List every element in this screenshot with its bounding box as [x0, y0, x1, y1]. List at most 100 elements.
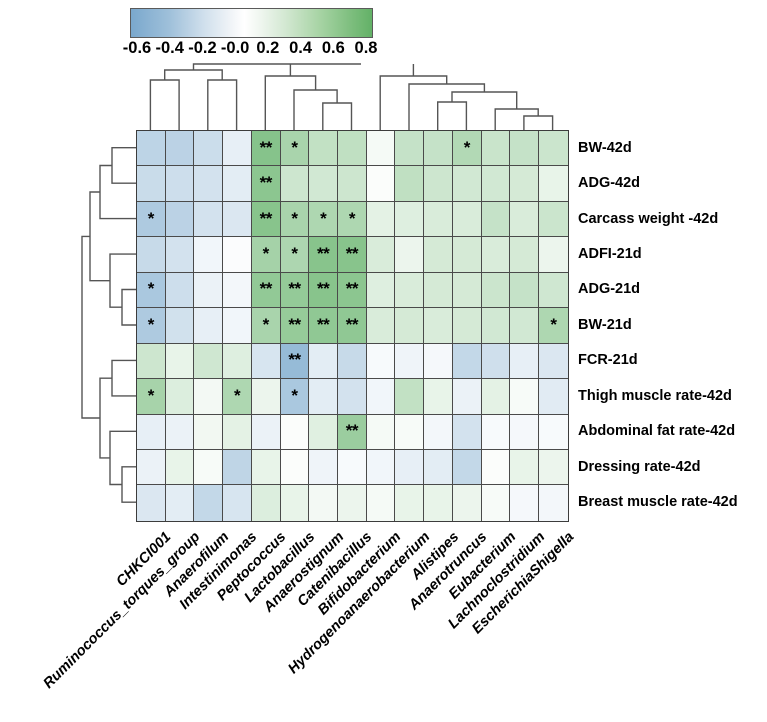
significance-marker: ** [259, 279, 273, 299]
heatmap-cell [194, 131, 224, 167]
significance-marker: ** [288, 350, 301, 370]
heatmap-cell [223, 166, 252, 202]
heatmap-cell [481, 343, 511, 380]
heatmap-cell [510, 201, 540, 238]
heatmap-cell [539, 414, 568, 450]
heatmap-cell [194, 343, 224, 380]
heatmap-cell [137, 449, 166, 486]
heatmap-cell [481, 272, 511, 309]
color-legend-tick-7: 0.8 [354, 39, 378, 57]
heatmap-cell [309, 343, 339, 380]
heatmap-cell: * [280, 201, 310, 238]
row-label-4: ADG-21d [578, 281, 641, 298]
heatmap-cell: ** [338, 414, 367, 450]
heatmap-cell [165, 272, 195, 309]
color-legend-gradient-bar [130, 8, 373, 38]
heatmap-cell [309, 379, 339, 415]
heatmap-cell [452, 237, 482, 273]
heatmap-cell [366, 379, 396, 415]
heatmap-cell [424, 201, 453, 238]
heatmap-cell [338, 166, 367, 202]
heatmap-cell [223, 308, 252, 344]
heatmap-cell [309, 449, 339, 486]
heatmap-cell [510, 449, 540, 486]
heatmap-cell [510, 272, 540, 309]
color-legend-tick-0: -0.6 [122, 39, 152, 57]
significance-marker: * [233, 385, 241, 405]
heatmap-cell [223, 201, 252, 238]
heatmap-cell [251, 379, 281, 415]
row-label-0: BW-42d [578, 139, 632, 156]
heatmap-cell: ** [251, 272, 281, 309]
heatmap-cell [223, 485, 252, 521]
significance-marker: * [147, 385, 155, 405]
heatmap-cell [223, 237, 252, 273]
heatmap-cell [338, 343, 367, 380]
heatmap-cell: * [539, 308, 568, 344]
heatmap-cell [395, 131, 425, 167]
heatmap-cell [424, 166, 453, 202]
heatmap-cell [395, 166, 425, 202]
heatmap-cell [366, 414, 396, 450]
heatmap-cell [338, 379, 367, 415]
significance-marker: * [291, 385, 298, 405]
significance-marker: * [291, 208, 298, 228]
row-dendrogram [78, 130, 136, 520]
significance-marker: ** [259, 208, 273, 228]
heatmap-cell [424, 414, 453, 450]
heatmap-cell: ** [251, 166, 281, 202]
heatmap-cell [251, 414, 281, 450]
heatmap-cell [280, 449, 310, 486]
heatmap-cell [452, 449, 482, 486]
heatmap-cell: * [338, 201, 367, 238]
significance-marker: * [291, 137, 298, 157]
correlation-heatmap-grid: ****************************************… [136, 130, 569, 522]
heatmap-cell [223, 414, 252, 450]
heatmap-cell [223, 131, 252, 167]
significance-marker: ** [259, 173, 273, 193]
heatmap-cell [395, 272, 425, 309]
row-label-1: ADG-42d [578, 175, 641, 192]
heatmap-cell [309, 131, 339, 167]
heatmap-cell [165, 166, 195, 202]
heatmap-cell [194, 485, 224, 521]
significance-marker: ** [345, 421, 359, 441]
heatmap-cell [165, 379, 195, 415]
heatmap-cell [424, 485, 453, 521]
heatmap-cell [452, 379, 482, 415]
heatmap-cell [366, 131, 396, 167]
heatmap-cell [395, 449, 425, 486]
heatmap-cell [280, 485, 310, 521]
heatmap-cell [165, 237, 195, 273]
heatmap-cell [539, 272, 568, 309]
heatmap-cell: * [309, 201, 339, 238]
heatmap-cell [452, 308, 482, 344]
significance-marker: * [262, 314, 270, 334]
heatmap-cell [137, 485, 166, 521]
heatmap-cell [366, 237, 396, 273]
heatmap-cell [452, 414, 482, 450]
heatmap-cell [165, 414, 195, 450]
heatmap-cell: * [137, 379, 166, 415]
heatmap-cell [510, 343, 540, 380]
significance-marker: ** [345, 314, 359, 334]
heatmap-cell [481, 237, 511, 273]
heatmap-cell [165, 308, 195, 344]
significance-marker: * [320, 208, 327, 228]
heatmap-cell [194, 201, 224, 238]
heatmap-cell: * [251, 308, 281, 344]
heatmap-cell: ** [280, 272, 310, 309]
heatmap-cell [251, 449, 281, 486]
heatmap-cell: * [137, 308, 166, 344]
row-label-7: Thigh muscle rate-42d [578, 387, 732, 404]
heatmap-cell [223, 449, 252, 486]
row-label-10: Breast muscle rate-42d [578, 494, 738, 511]
heatmap-cell [424, 449, 453, 486]
heatmap-cell: ** [251, 131, 281, 167]
heatmap-cell [137, 237, 166, 273]
heatmap-cell [338, 485, 367, 521]
heatmap-cell [539, 343, 568, 380]
